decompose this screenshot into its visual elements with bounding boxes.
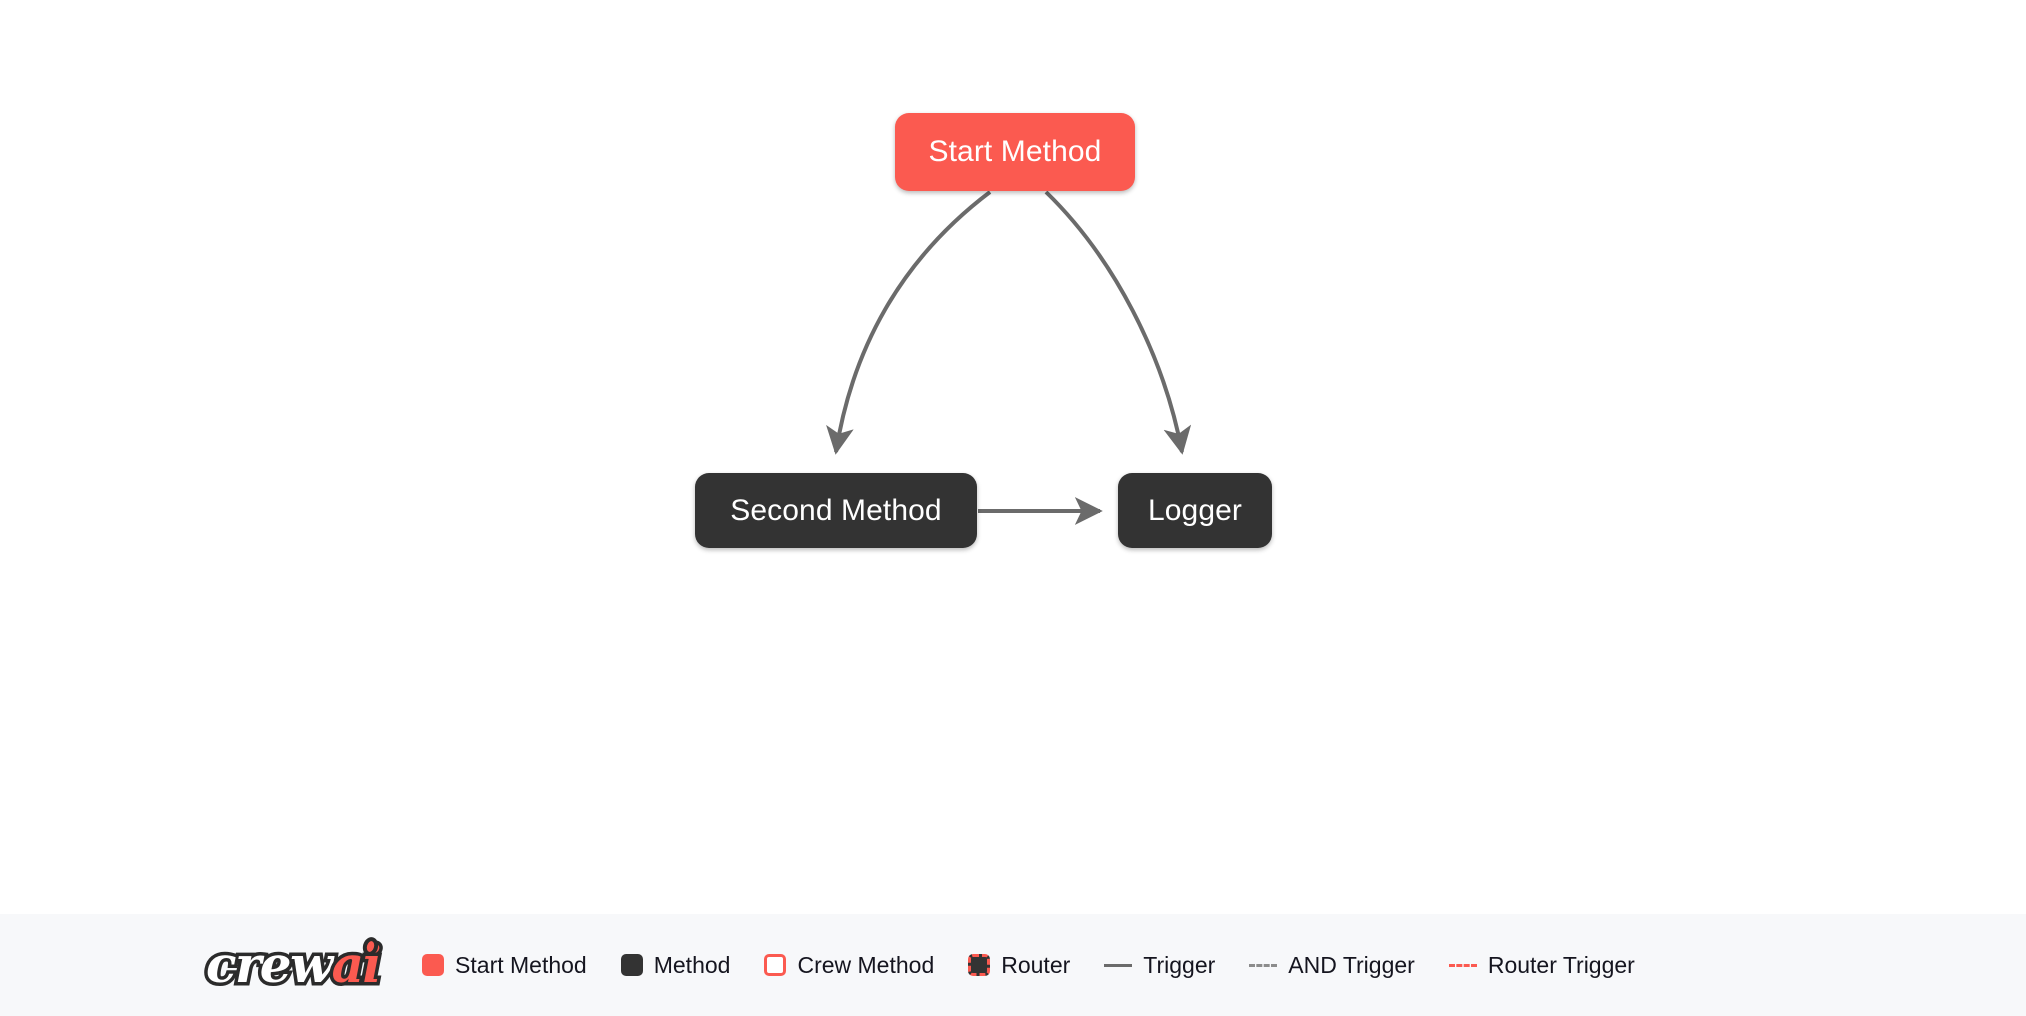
edge-start-second[interactable]	[826, 190, 992, 455]
router-trigger-line-icon	[1448, 963, 1477, 967]
legend-item-label: Router Trigger	[1487, 951, 1635, 978]
flow-node-label: Second Method	[730, 493, 942, 527]
start-method-swatch-icon	[422, 954, 445, 976]
flow-node-start-method[interactable]: Start Method	[895, 113, 1135, 191]
flow-node-second-method[interactable]: Second Method	[695, 473, 977, 548]
legend-item-label: Method	[653, 951, 731, 978]
router-swatch-icon	[968, 954, 991, 976]
legend-item-label: Crew Method	[797, 951, 935, 978]
legend-item-label: Router	[1001, 951, 1071, 978]
edge-paths	[826, 190, 1192, 525]
crewai-logo[interactable]: crewai	[203, 935, 386, 993]
legend-item-router-trigger[interactable]: Router Trigger	[1448, 951, 1635, 978]
crew-method-swatch-icon	[764, 954, 787, 976]
legend-item-trigger[interactable]: Trigger	[1104, 951, 1216, 978]
trigger-line-icon	[1104, 963, 1133, 967]
legend-item-method[interactable]: Method	[620, 951, 731, 978]
and-trigger-line-icon	[1249, 963, 1278, 967]
method-swatch-icon	[620, 954, 643, 976]
legend-bar: crewai Start Method Method Crew Method Rout…	[0, 914, 2026, 1016]
legend-item-crew-method[interactable]: Crew Method	[764, 951, 935, 978]
legend-item-label: AND Trigger	[1288, 951, 1415, 978]
legend-item-router[interactable]: Router	[968, 951, 1071, 978]
legend-item-start-method[interactable]: Start Method	[422, 951, 587, 978]
edge-start-logger[interactable]	[1044, 190, 1192, 455]
crewai-logo-crew: crew	[203, 935, 337, 994]
legend-item-label: Trigger	[1143, 951, 1216, 978]
flow-node-label: Start Method	[928, 135, 1102, 168]
legend-item-label: Start Method	[455, 951, 587, 978]
flow-node-label: Logger	[1147, 493, 1242, 527]
legend-items: Start Method Method Crew Method Router Trigg…	[422, 951, 2026, 978]
flow-node-logger[interactable]: Logger	[1118, 473, 1272, 548]
legend-item-and-trigger[interactable]: AND Trigger	[1249, 951, 1415, 978]
crewai-logo-text: crewai	[203, 936, 386, 993]
